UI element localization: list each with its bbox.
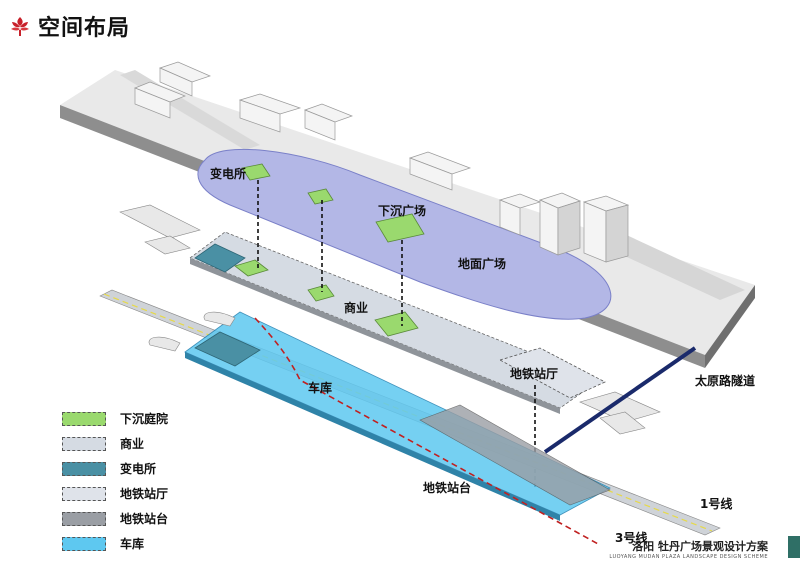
legend-item: 车库: [62, 531, 168, 556]
ramps: [148, 311, 236, 352]
legend-item: 地铁站台: [62, 506, 168, 531]
sunken-courtyard-lower: [374, 311, 419, 337]
legend-label: 车库: [120, 537, 145, 551]
legend-label: 下沉庭院: [120, 412, 169, 426]
line1-path: [103, 293, 713, 532]
header: 空间布局: [8, 10, 130, 42]
legend-swatch: [62, 536, 106, 551]
substation-block: [194, 243, 246, 273]
ground-slab-side: [705, 285, 755, 368]
label-garage: 车库: [308, 380, 332, 395]
sunken-courtyard-lower: [307, 284, 335, 302]
substation-lower: [194, 331, 261, 367]
footer: 洛阳 牡丹广场景观设计方案 LUOYANG MUDAN PLAZA LANDSC…: [609, 538, 768, 560]
label-sunken-plaza: 下沉广场: [378, 203, 426, 218]
legend-item: 变电所: [62, 456, 168, 481]
legend-item: 地铁站厅: [62, 481, 168, 506]
connectors: [119, 204, 661, 435]
label-metro-hall: 地铁站厅: [510, 366, 558, 381]
label-commerce: 商业: [344, 300, 368, 315]
metro-platform-block: [419, 404, 611, 506]
label-ground-plaza: 地面广场: [458, 256, 506, 271]
peony-logo-icon: [11, 17, 29, 36]
garage-slab-edge: [185, 352, 560, 521]
legend-swatch: [62, 461, 106, 476]
legend-swatch: [62, 436, 106, 451]
label-line1: 1号线: [700, 496, 732, 511]
sunken-courtyard-lower: [234, 259, 269, 277]
legend-item: 商业: [62, 431, 168, 456]
label-line3: 3号线: [615, 530, 647, 545]
legend-label: 地铁站台: [120, 512, 169, 526]
corner-accent-bar: [788, 536, 800, 558]
footer-title: 洛阳 牡丹广场景观设计方案: [632, 540, 768, 553]
concourse-level: [119, 204, 661, 435]
page-title: 空间布局: [38, 16, 131, 41]
platform-level: [99, 289, 721, 546]
footer-subtitle: LUOYANG MUDAN PLAZA LANDSCAPE DESIGN SCH…: [609, 554, 768, 560]
legend-label: 商业: [120, 437, 145, 451]
label-tunnel: 太原路隧道: [695, 373, 755, 388]
line3-path: [254, 317, 601, 546]
road: [590, 232, 745, 300]
legend-swatch: [62, 411, 106, 426]
legend: 下沉庭院 商业 变电所 地铁站厅 地铁站台 车库: [62, 406, 168, 556]
label-substation: 变电所: [210, 166, 246, 181]
legend-label: 地铁站厅: [120, 487, 169, 501]
legend-swatch: [62, 511, 106, 526]
buildings: [134, 61, 630, 263]
legend-item: 下沉庭院: [62, 406, 168, 431]
label-metro-platform: 地铁站台: [423, 480, 471, 495]
sunken-courtyard: [241, 163, 271, 181]
tunnel-line: [543, 346, 697, 454]
legend-swatch: [62, 486, 106, 501]
metro-hall-block: [498, 347, 606, 399]
ground-level: [60, 61, 755, 368]
legend-label: 变电所: [120, 462, 157, 476]
commerce-slab-edge: [190, 258, 560, 414]
sunken-courtyard: [375, 213, 425, 243]
sunken-courtyard: [307, 188, 334, 205]
